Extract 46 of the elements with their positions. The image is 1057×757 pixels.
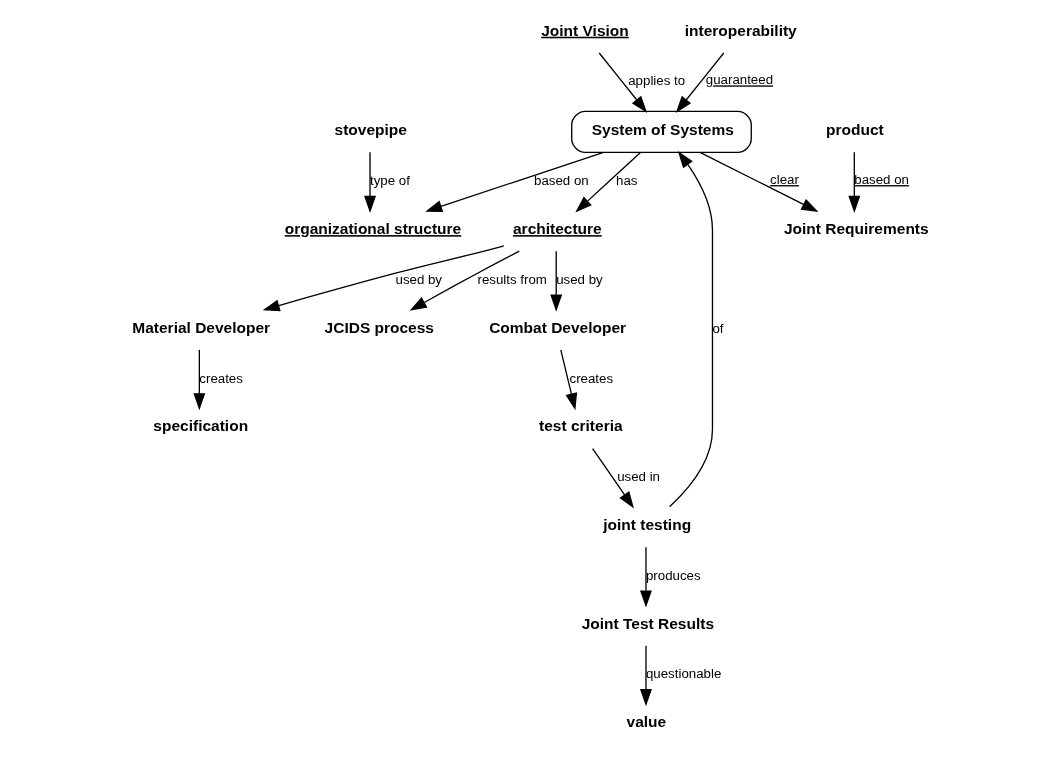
arrow (668, 151, 714, 508)
edge-label: applies to (628, 73, 686, 89)
arrow (640, 546, 652, 608)
arrow (409, 250, 520, 311)
arrow (364, 151, 376, 213)
arrow (848, 151, 861, 213)
node-text: Joint Vision (541, 21, 629, 39)
arrow (550, 250, 563, 312)
edge-label: used in (617, 469, 660, 485)
arrow (598, 52, 648, 113)
edge-label: guaranteed (705, 72, 774, 88)
node-text: Material Developer (132, 318, 271, 336)
node-box: System of Systems (571, 110, 752, 154)
node-text: JCIDS process (324, 318, 434, 336)
node-text: specification (153, 417, 249, 435)
node-text: value (626, 713, 667, 731)
edge-label: of (712, 321, 724, 337)
edge-label: based on (534, 173, 589, 189)
edge-label: creates (199, 370, 243, 386)
node-text: organizational structure (284, 220, 462, 238)
node-text: Joint Requirements (783, 220, 929, 238)
node-text: stovepipe (334, 120, 407, 138)
arrow (425, 151, 604, 212)
edge-label: used by (395, 271, 443, 287)
edge-label: clear (770, 172, 799, 188)
edge-label: used by (556, 271, 603, 287)
edge-label: based on (854, 172, 909, 188)
node-text: joint testing (603, 516, 692, 533)
arrow (193, 349, 206, 411)
node-text: interoperability (684, 21, 797, 39)
arrow (675, 52, 725, 113)
arrow (591, 447, 634, 509)
edge-label: has (616, 173, 638, 189)
edge-label: produces (645, 567, 701, 583)
edge-label: results from (477, 271, 547, 287)
arrow (560, 349, 578, 411)
node-text: product (826, 120, 884, 138)
node-text: Combat Developer (489, 318, 627, 336)
arrow (575, 152, 641, 213)
arrow (262, 245, 505, 312)
arrow (699, 152, 819, 212)
arrow (640, 645, 652, 707)
edge-label: creates (569, 370, 614, 386)
node-text: architecture (512, 220, 602, 238)
node-text: test criteria (539, 417, 623, 435)
node-text: Joint Test Results (581, 614, 715, 632)
